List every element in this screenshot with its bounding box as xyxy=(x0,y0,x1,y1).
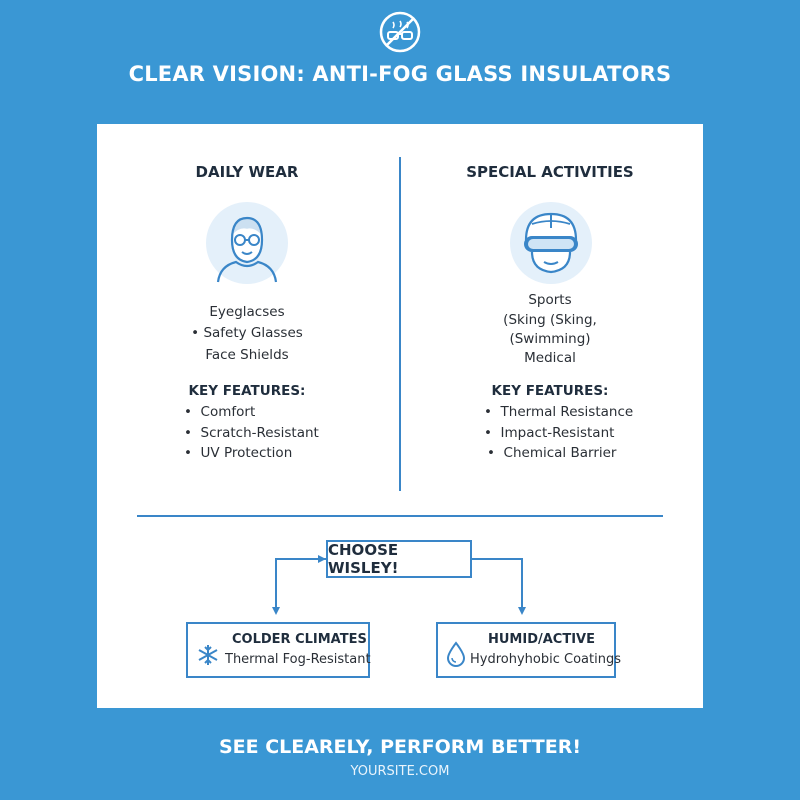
daily-features-title: KEY FEATURES: xyxy=(188,383,306,399)
special-feature: • Thermal Resistance xyxy=(484,404,634,420)
humid-active-subtitle: Hydrohyhobic Coatings xyxy=(470,652,621,667)
daily-item: Eyeglacses xyxy=(209,304,285,320)
section-divider xyxy=(137,515,663,517)
flow-arrows xyxy=(272,555,526,615)
special-features-title: KEY FEATURES: xyxy=(491,383,609,399)
special-feature: • Impact-Resistant xyxy=(484,425,615,441)
helmet-goggles-icon xyxy=(510,202,592,284)
special-item: (Sking (Sking, xyxy=(503,312,597,328)
special-item: (Swimming) xyxy=(509,331,591,347)
colder-climates-subtitle: Thermal Fog-Resistant xyxy=(225,652,371,667)
person-with-glasses-icon xyxy=(206,202,288,284)
colder-climates-box: COLDER CLIMATES Thermal Fog-Resistant xyxy=(186,622,371,678)
no-fog-glasses-icon xyxy=(379,11,421,53)
colder-climates-title: COLDER CLIMATES xyxy=(232,632,367,647)
special-item: Medical xyxy=(524,350,576,366)
daily-feature: • Scratch-Resistant xyxy=(184,425,319,441)
column-divider xyxy=(399,157,401,491)
footer-site-link[interactable]: YOURSITE.COM xyxy=(350,764,450,779)
humid-active-box: HUMID/ACTIVE Hydrohyhobic Coatings xyxy=(436,622,621,678)
daily-item: Face Shields xyxy=(205,347,289,363)
footer-tagline: SEE CLEARELY, PERFORM BETTER! xyxy=(218,736,582,758)
special-feature: • Chemical Barrier xyxy=(487,445,617,461)
daily-wear-heading: DAILY WEAR xyxy=(195,163,299,181)
special-item: Sports xyxy=(528,292,572,308)
snowflake-icon xyxy=(198,645,218,665)
water-drop-icon xyxy=(446,641,466,667)
daily-feature: • UV Protection xyxy=(184,445,293,461)
choose-wisely-box: CHOOSE WISLEY! xyxy=(326,540,472,578)
special-activities-heading: SPECIAL ACTIVITIES xyxy=(466,163,634,181)
daily-item: • Safety Glasses xyxy=(191,325,303,341)
page-title: CLEAR VISION: ANTI-FOG GLASS INSULATORS xyxy=(128,62,672,86)
humid-active-title: HUMID/ACTIVE xyxy=(488,632,595,647)
daily-feature: • Comfort xyxy=(184,404,256,420)
